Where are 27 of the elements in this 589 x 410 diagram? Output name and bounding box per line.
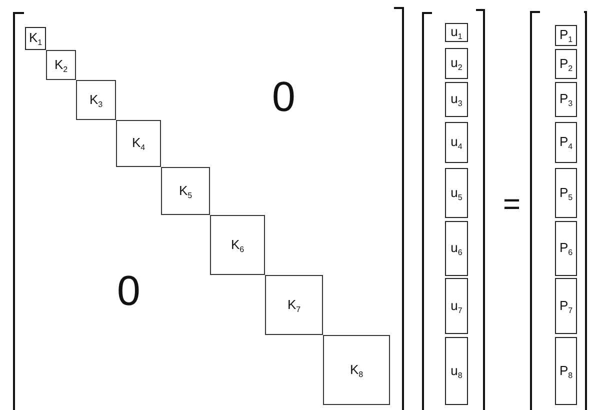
matrix-block: K$_{4}$ bbox=[116, 120, 161, 167]
matrix-block: u$_{1}$ bbox=[445, 23, 468, 42]
zero-entry: 0 bbox=[117, 270, 140, 312]
matrix-block: P$_{1}$ bbox=[555, 25, 577, 46]
matrix-block: K$_{7}$ bbox=[265, 275, 323, 335]
matrix-block: u$_{3}$ bbox=[445, 82, 468, 117]
matrix-block: u$_{7}$ bbox=[445, 278, 468, 334]
matrix-block: P$_{2}$ bbox=[555, 49, 577, 79]
matrix-block: K$_{8}$ bbox=[323, 335, 390, 405]
matrix-block: K$_{1}$ bbox=[25, 27, 46, 50]
matrix-block: P$_{4}$ bbox=[555, 122, 577, 163]
matrix-block: u$_{5}$ bbox=[445, 168, 468, 218]
equals-sign: = bbox=[503, 190, 521, 220]
matrix-block: P$_{7}$ bbox=[555, 278, 577, 334]
matrix-block: u$_{2}$ bbox=[445, 48, 468, 79]
matrix-block: K$_{5}$ bbox=[161, 167, 210, 215]
matrix-block: u$_{8}$ bbox=[445, 337, 468, 405]
matrix-block: K$_{3}$ bbox=[76, 80, 116, 120]
matrix-block: u$_{4}$ bbox=[445, 122, 468, 163]
matrix-block: P$_{3}$ bbox=[555, 82, 577, 117]
matrix-block: K$_{2}$ bbox=[46, 50, 76, 80]
matrix-block: u$_{6}$ bbox=[445, 221, 468, 276]
matrix-block: K$_{6}$ bbox=[210, 215, 265, 275]
matrix-block: P$_{5}$ bbox=[555, 168, 577, 218]
matrix-block: P$_{8}$ bbox=[555, 337, 577, 405]
matrix-block: P$_{6}$ bbox=[555, 221, 577, 276]
zero-entry: 0 bbox=[272, 76, 296, 118]
